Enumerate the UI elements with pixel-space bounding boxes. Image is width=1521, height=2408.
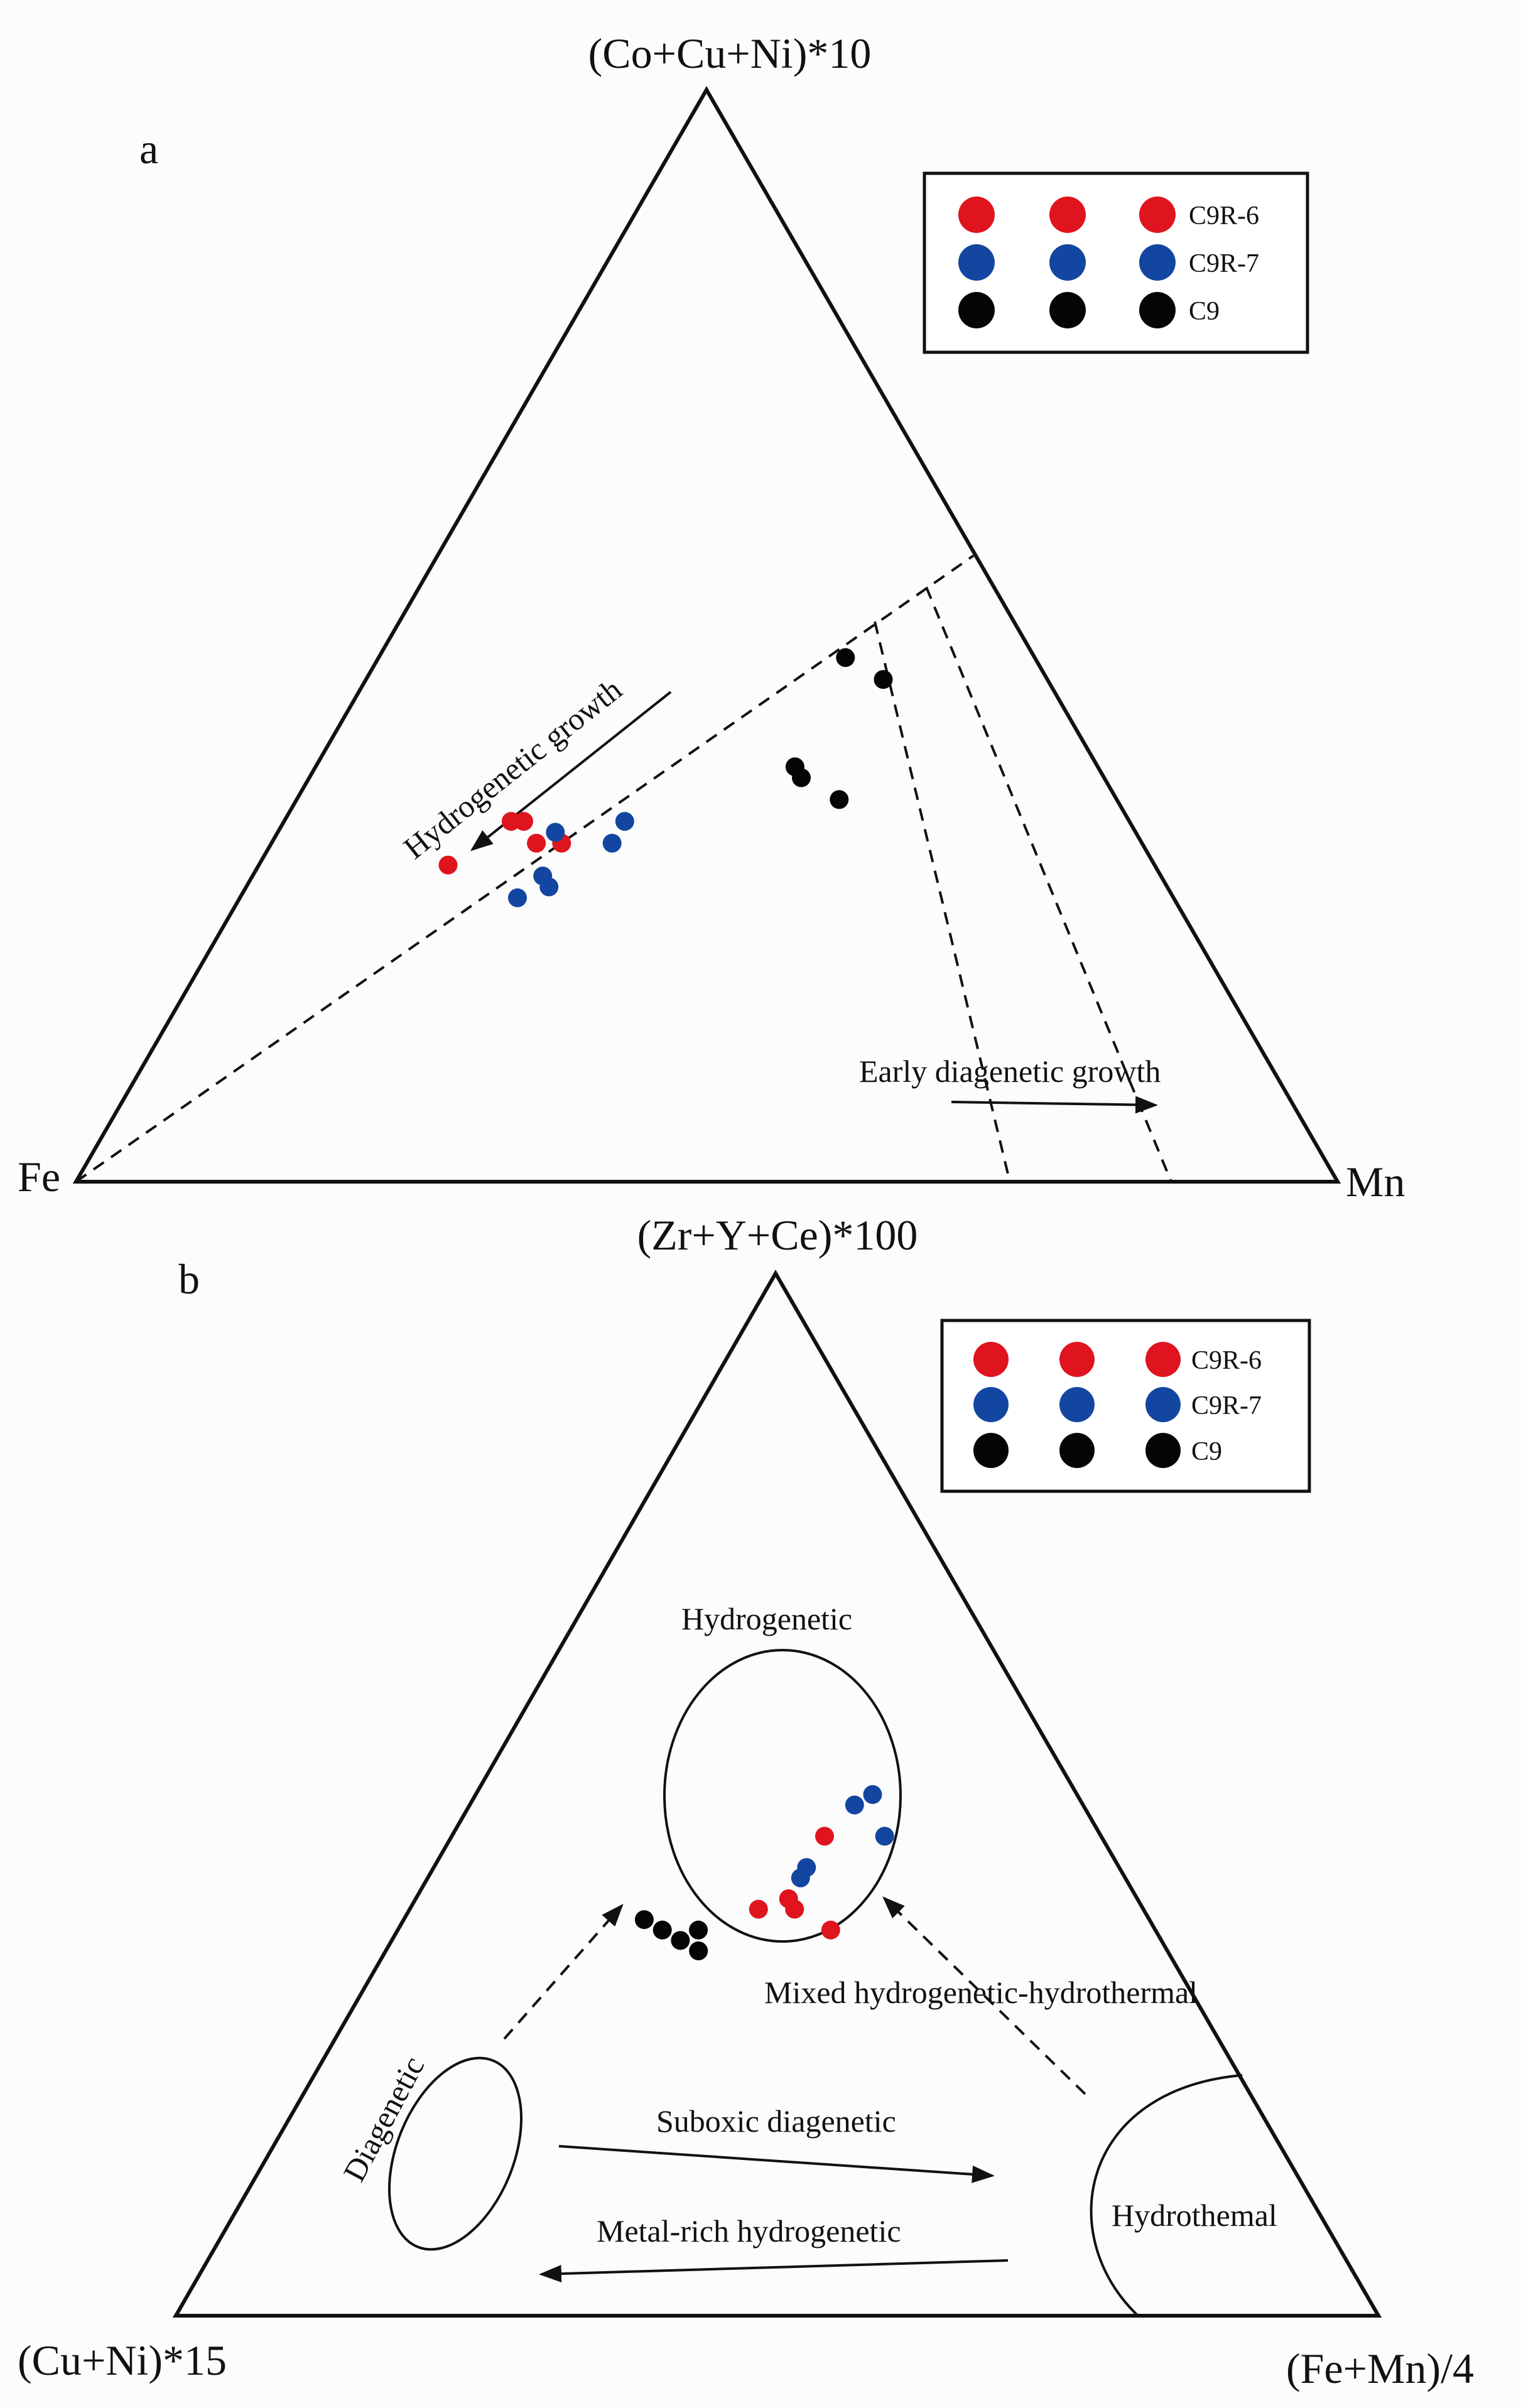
panel-b-hydrogenetic-field [663, 1649, 902, 1943]
data-point-c9 [689, 1920, 708, 1940]
panel-a-apex-right-label: Mn [1346, 1158, 1405, 1206]
panel-a-legend-marker-c9 [958, 292, 995, 328]
panel-a-hydrogenetic-growth-label: Hydrogenetic growth [397, 671, 628, 865]
panel-b-apex-top-label: (Zr+Y+Ce)*100 [637, 1211, 918, 1259]
data-point-c9r-6 [514, 812, 533, 831]
panel-b-legend-marker-c9r7 [1059, 1387, 1095, 1422]
panel-b-legend-label-c9r7: C9R-7 [1191, 1391, 1262, 1420]
panel-a-legend-label-c9r7: C9R-7 [1189, 249, 1259, 278]
panel-a-legend-marker-c9r6 [1049, 197, 1086, 233]
data-point-c9r-6 [749, 1899, 768, 1919]
panel-b-diagenetic-field [387, 2056, 523, 2251]
data-point-c9r-6 [815, 1827, 834, 1846]
panel-b-legend: C9R-6 C9R-7 C9 [940, 1319, 1311, 1493]
data-point-c9 [792, 768, 811, 787]
panel-b-dashed-arrow-diagenetic [503, 1904, 624, 2040]
data-point-c9r-7 [863, 1785, 882, 1804]
panel-a-dashed-boundary [874, 621, 1011, 1182]
data-point-c9 [830, 790, 849, 809]
panel-b-legend-marker-c9 [1059, 1433, 1095, 1468]
panel-b-legend-marker-c9r6 [973, 1342, 1009, 1377]
data-point-c9 [836, 648, 855, 667]
panel-a-legend-marker-c9r7 [1049, 244, 1086, 281]
panel-a-dashed-boundary [75, 554, 975, 1183]
panel-a-apex-top-label: (Co+Cu+Ni)*10 [588, 30, 872, 77]
panel-a-triangle [72, 86, 1341, 1184]
panel-b-data-points [634, 1785, 894, 1960]
panel-b-apex-left-label: (Cu+Ni)*15 [18, 2336, 227, 2384]
panel-a-early-diagenetic-label: Early diagenetic growth [859, 1054, 1161, 1089]
panel-b-legend-marker-c9r7 [973, 1387, 1009, 1422]
panel-b: b (Zr+Y+Ce)*100 (Cu+Ni)*15 (Fe+Mn)/4 Hyd… [18, 1211, 1474, 2392]
panel-a-apex-left-label: Fe [18, 1153, 60, 1201]
data-point-c9r-7 [875, 1827, 894, 1846]
panel-b-dashed-arrow-hydrothermal [882, 1896, 1086, 2095]
panel-b-apex-right-label: (Fe+Mn)/4 [1286, 2345, 1474, 2392]
data-point-c9r-6 [527, 833, 546, 853]
panel-b-metal-rich-label: Metal-rich hydrogenetic [597, 2213, 901, 2249]
data-point-c9r-7 [546, 823, 565, 842]
panel-b-legend-marker-c9 [973, 1433, 1009, 1468]
data-point-c9 [874, 670, 893, 689]
panel-a-legend-marker-c9r6 [1139, 197, 1176, 233]
panel-a-legend-marker-c9 [1049, 292, 1086, 328]
panel-a-legend-label-c9r6: C9R-6 [1189, 202, 1259, 230]
panel-a-dashed-boundary [925, 586, 1172, 1182]
panel-a-legend-label-c9: C9 [1189, 297, 1220, 326]
panel-b-hydrothermal-label: Hydrothemal [1112, 2198, 1277, 2233]
panel-b-suboxic-arrow [558, 2145, 995, 2183]
panel-b-hydrogenetic-label: Hydrogenetic [681, 1601, 852, 1636]
panel-a-early-diagenetic-arrow [951, 1096, 1158, 1114]
panel-a-legend-marker-c9r7 [958, 244, 995, 281]
panel-b-triangle [172, 1269, 1382, 2318]
panel-b-legend-label-c9: C9 [1191, 1437, 1222, 1466]
data-point-c9r-7 [539, 877, 559, 897]
panel-a-legend: C9R-6 C9R-7 C9 [923, 171, 1309, 354]
panel-a-legend-marker-c9r6 [958, 197, 995, 233]
panel-b-legend-marker-c9r6 [1059, 1342, 1095, 1377]
panel-b-hydrothermal-field [1090, 2074, 1243, 2317]
panel-b-legend-marker-c9r6 [1145, 1342, 1181, 1377]
panel-b-metal-rich-arrow [539, 2259, 1009, 2283]
data-point-c9r-7 [791, 1868, 810, 1887]
data-point-c9r-7 [508, 888, 527, 907]
data-point-c9r-7 [615, 812, 634, 831]
panel-a-data-points [438, 648, 893, 907]
data-point-c9 [652, 1920, 672, 1940]
data-point-c9r-6 [779, 1889, 798, 1908]
panel-a-legend-marker-c9 [1139, 292, 1176, 328]
data-point-c9 [671, 1931, 690, 1950]
panel-a: a (Co+Cu+Ni)*10 Fe Mn Hydrogenetic growt… [18, 30, 1405, 1206]
panel-b-legend-marker-c9 [1145, 1433, 1181, 1468]
panel-b-mixed-label: Mixed hydrogenetic-hydrothermal [764, 1975, 1198, 2010]
panel-b-legend-label-c9r6: C9R-6 [1191, 1346, 1262, 1375]
data-point-c9 [689, 1941, 708, 1960]
panel-b-suboxic-label: Suboxic diagenetic [656, 2103, 896, 2139]
data-point-c9r-6 [821, 1920, 840, 1940]
data-point-c9 [634, 1910, 654, 1930]
data-point-c9r-7 [845, 1795, 864, 1815]
panel-b-diagenetic-label: Diagenetic [336, 2051, 431, 2188]
data-point-c9r-7 [602, 833, 622, 853]
panel-b-label: b [178, 1255, 200, 1303]
panel-a-label: a [139, 125, 158, 173]
panel-b-legend-marker-c9r7 [1145, 1387, 1181, 1422]
data-point-c9r-6 [438, 855, 458, 875]
panel-a-legend-marker-c9r7 [1139, 244, 1176, 281]
